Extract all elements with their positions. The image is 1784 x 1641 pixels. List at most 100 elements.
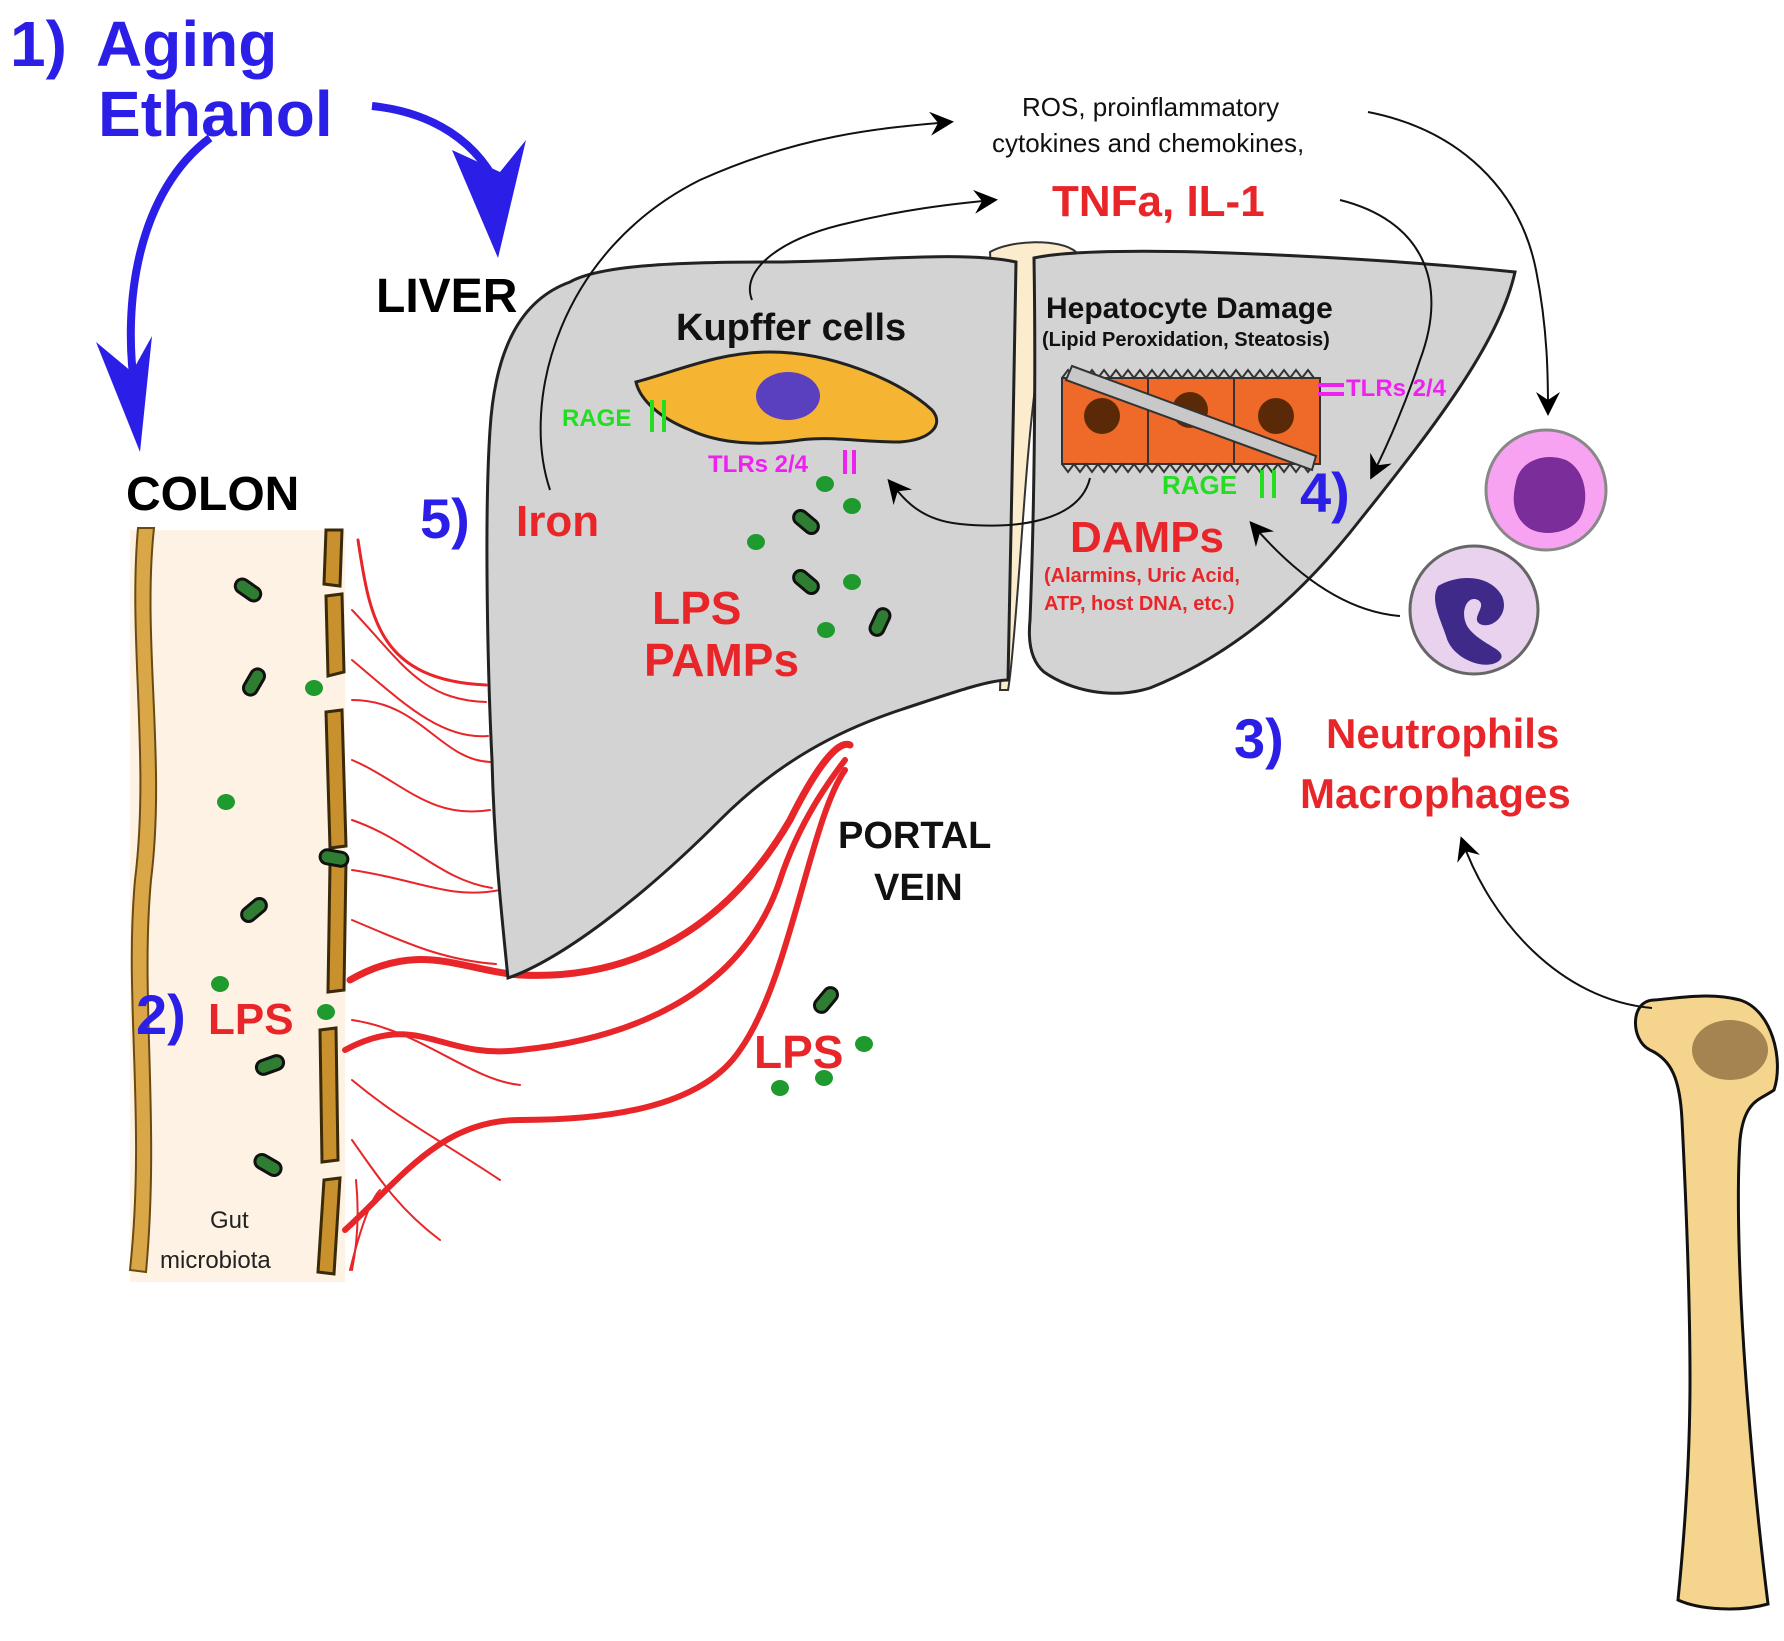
pamps-label: PAMPs — [644, 634, 799, 686]
colon-right-wall-segment — [322, 528, 344, 588]
mesenteric-vessel — [351, 1139, 441, 1241]
step5-number: 5) — [420, 487, 470, 550]
lps-particle — [817, 622, 835, 638]
bacterium-icon — [868, 607, 892, 637]
step3-number: 3) — [1234, 707, 1284, 770]
kupffer-label: Kupffer cells — [676, 307, 906, 349]
tlrs-label-right: TLRs 2/4 — [1346, 375, 1447, 402]
ros-to-immune-arrow — [1367, 111, 1560, 416]
bacterium-icon — [792, 569, 820, 595]
hepatocyte-damage-subtitle: (Lipid Peroxidation, Steatosis) — [1042, 329, 1330, 351]
receptor-markers — [650, 383, 1344, 498]
kupffer-to-tnf-arrow — [749, 189, 998, 301]
rage-label-right: RAGE — [1162, 470, 1237, 500]
portal-vein-line1: PORTAL — [838, 815, 991, 857]
mediators-line2: cytokines and chemokines, — [992, 128, 1304, 158]
bacterium-icon — [318, 848, 350, 868]
neutrophil-to-damps-arrow — [1249, 520, 1401, 617]
process-arrows — [539, 111, 1653, 1009]
mesenteric-vessel — [351, 609, 487, 703]
colon-right-wall-segment — [324, 592, 346, 678]
ethanol-to-liver-arrowhead — [452, 140, 526, 258]
step1-aging: Aging — [96, 8, 277, 80]
bone-icon — [1634, 994, 1779, 1611]
bacterium-icon — [242, 667, 266, 697]
cytokines-label: TNFa, IL-1 — [1052, 177, 1265, 226]
ethanol-to-colon-arrowhead — [96, 336, 152, 452]
ethanol-arrows — [96, 102, 526, 452]
mesenteric-vessel — [351, 759, 491, 813]
bone-to-immune-arrow — [1457, 836, 1653, 1009]
blood-vessels — [342, 538, 854, 1271]
rage-receptor-icon — [1260, 470, 1276, 498]
labels: 1) Aging Ethanol LIVER COLON 5) Iron Kup… — [10, 8, 1571, 1274]
bacterium-icon — [792, 509, 820, 535]
bacterium-icon — [254, 1054, 286, 1076]
lps-particle — [747, 534, 765, 550]
colon-lumen — [130, 530, 345, 1282]
mesenteric-vessel — [351, 919, 497, 965]
macrophages-label: Macrophages — [1300, 770, 1571, 817]
lps-particle — [816, 476, 834, 492]
tlr-receptor-icon — [843, 450, 856, 474]
tlrs-label-left: TLRs 2/4 — [708, 451, 809, 478]
hepatocytes — [1061, 364, 1321, 474]
damps-detail-line1: (Alarmins, Uric Acid, — [1044, 565, 1240, 587]
lps-particle — [771, 1080, 789, 1096]
damps-label: DAMPs — [1070, 513, 1224, 562]
tnf-to-hepatocyte-arrow — [1339, 199, 1433, 480]
step1-number: 1) — [10, 8, 67, 80]
lps-particle — [815, 1070, 833, 1086]
rage-label-left: RAGE — [562, 405, 631, 432]
mesenteric-vessel — [356, 538, 488, 687]
colon-right-wall-segment — [316, 1176, 342, 1276]
lps-particle — [317, 1004, 335, 1020]
iron-label: Iron — [516, 497, 599, 546]
portal-branch-vessel — [342, 757, 848, 1055]
portal-branch-vessel — [342, 767, 848, 1233]
tlr-receptor-icon — [1318, 383, 1344, 396]
hepatocyte-microvilli-top — [1061, 368, 1315, 380]
colon-right-wall-segment — [326, 860, 348, 994]
hepatocyte-nucleus — [1258, 398, 1294, 434]
bacteria-group — [233, 509, 892, 1177]
mesenteric-vessel — [349, 1189, 381, 1271]
damps-detail-line2: ATP, host DNA, etc.) — [1044, 593, 1234, 615]
lps-label-liver: LPS — [652, 582, 741, 634]
macrophage-nucleus — [1513, 456, 1586, 533]
rage-receptor-icon — [650, 400, 666, 432]
mesenteric-vessel — [351, 869, 501, 894]
mesenteric-vessel — [351, 699, 491, 763]
step4-number: 4) — [1300, 461, 1350, 524]
gut-microbiota-line2: microbiota — [160, 1247, 271, 1274]
portal-vein-line2: VEIN — [874, 867, 963, 909]
neutrophil-cell-body — [1408, 544, 1540, 676]
colon-left-wall — [128, 527, 158, 1274]
gut-microbiota-line1: Gut — [210, 1207, 249, 1234]
lps-particle — [211, 976, 229, 992]
bacterium-icon — [813, 986, 839, 1014]
colon — [128, 527, 348, 1282]
bacterium-icon — [233, 577, 263, 603]
hepatocyte-damage-title: Hepatocyte Damage — [1046, 292, 1333, 325]
bone-marrow-spot — [1692, 1020, 1768, 1080]
lps-particle — [855, 1036, 873, 1052]
neutrophils-label: Neutrophils — [1326, 710, 1559, 757]
bacterium-icon — [253, 1153, 283, 1177]
bone-marrow — [1634, 994, 1779, 1611]
neutrophil-cell — [1408, 544, 1540, 676]
step1-ethanol: Ethanol — [98, 78, 333, 150]
lps-particles — [211, 476, 873, 1096]
damps-to-kupffer-arrow — [887, 477, 1091, 527]
liver-label: LIVER — [376, 270, 517, 323]
bacterium-icon — [240, 897, 268, 923]
mesenteric-vessel — [351, 1179, 359, 1271]
neutrophil-nucleus — [1435, 577, 1504, 665]
ethanol-to-colon-arrow — [126, 134, 213, 399]
hepatocyte-damage-slash — [1064, 364, 1318, 472]
liver — [485, 241, 1517, 981]
step2-number: 2) — [136, 983, 186, 1046]
mesenteric-vessel — [351, 1019, 521, 1086]
lps-particle — [305, 680, 323, 696]
